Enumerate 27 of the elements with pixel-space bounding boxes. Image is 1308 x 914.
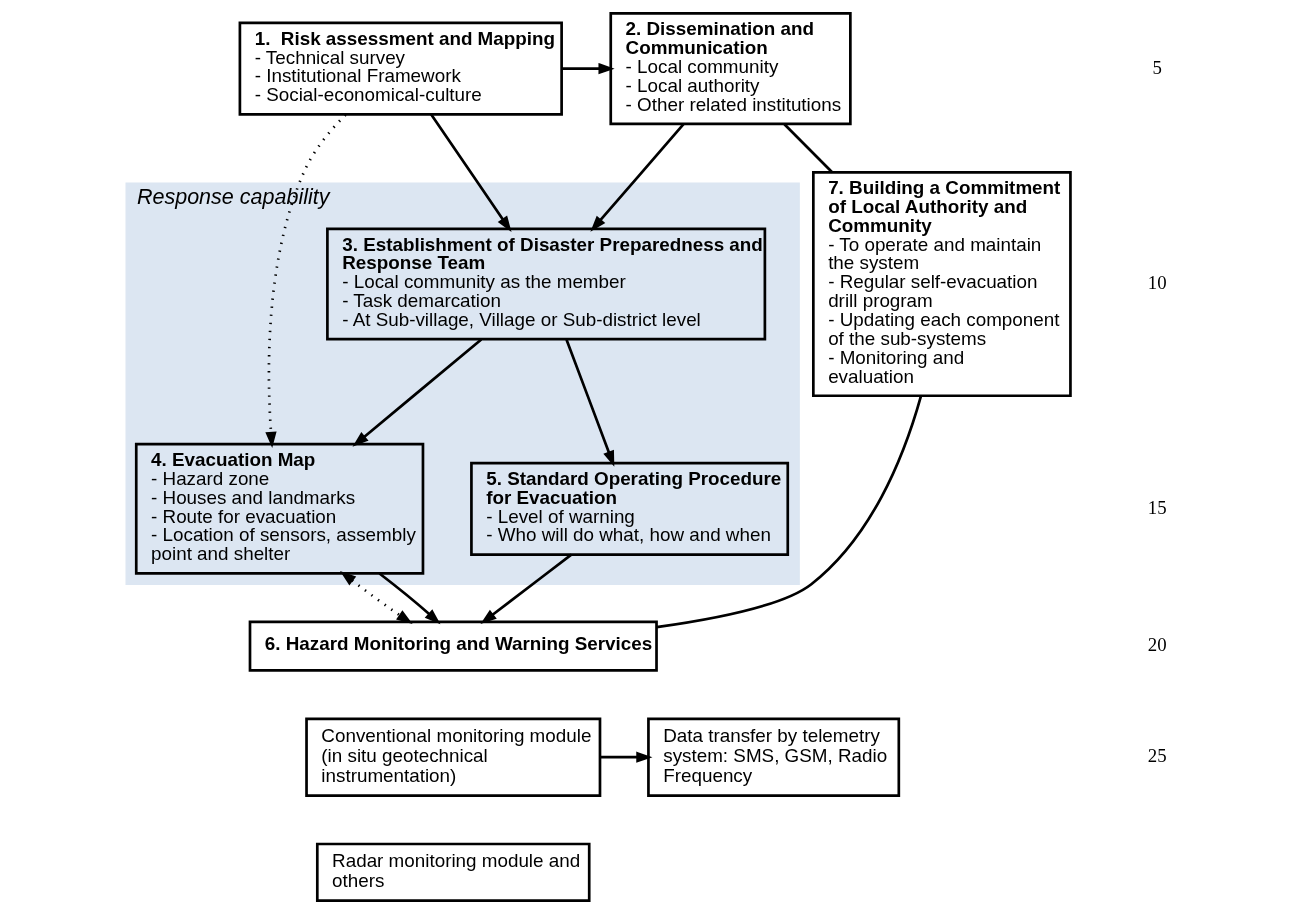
arrow [599,751,652,763]
arrow [339,571,413,624]
node-box: 2. Dissemination and Communication - Local community - Local authority - Other related institutions [608,12,852,126]
node-box: 5. Standard Operating Procedure for Evacuation - Level of warning - Who will do what, how and when [469,461,789,556]
label: 10 [1147,272,1167,294]
node-box: 3. Establishment of Disaster Preparedness and Response Team - Local community as the member - Task demarcation - At Sub-village, Village or Sub-district level [325,227,766,341]
arrow [429,113,512,233]
arrow [564,339,614,467]
node-box: 1. Risk assessment and Mapping - Technical survey - Institutional Framework - Social-economical-culture [238,21,563,116]
label: 15 [1147,496,1167,518]
node-box: 6. Hazard Monitoring and Warning Services [248,620,658,672]
node-box: Conventional monitoring module (in situ geotechnical instrumentation) [304,717,601,797]
arrow [479,553,572,624]
arrow [264,113,347,448]
label: 25 [1147,745,1167,767]
arrow [589,123,685,232]
arrow [378,572,440,625]
node-box: Radar monitoring module and others [315,842,591,902]
connector [655,395,922,629]
connector [782,123,833,174]
label: 20 [1147,634,1167,656]
arrow [561,63,615,75]
label: 5 [1152,56,1162,78]
arrow [352,338,482,447]
node-box: Data transfer by telemetry system: SMS, GSM, Radio Frequency [646,717,900,797]
node-box: 4. Evacuation Map - Hazard zone - Houses and landmarks - Route for evacuation - Location of sensors, assembly point and shelter [134,442,424,575]
node-box: 7. Building a Commitment of Local Authority and Community - To operate and maintain the system - Regular self-evacuation drill program - Updating each component of the sub-systems - Monitoring and evaluation [811,170,1072,398]
